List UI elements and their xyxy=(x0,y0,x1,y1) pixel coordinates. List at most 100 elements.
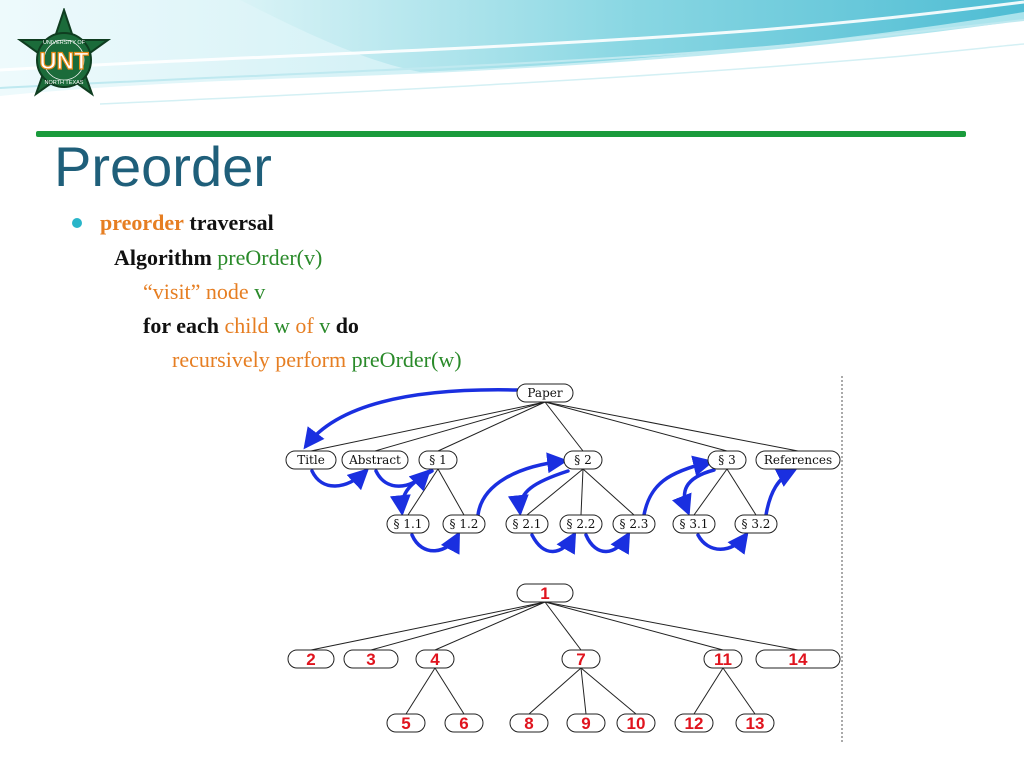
num-node-box xyxy=(755,649,841,669)
visit-var: v xyxy=(254,279,266,304)
visit-line: “visit” node v xyxy=(143,278,265,306)
traversal-arrow xyxy=(642,455,715,517)
tree-edge xyxy=(407,468,439,516)
num-node-box xyxy=(386,713,426,733)
num-node-box xyxy=(287,649,335,669)
num-node-label: 10 xyxy=(627,714,646,733)
w-var: w xyxy=(273,313,290,338)
do-keyword: do xyxy=(335,313,359,338)
num-node-label: 12 xyxy=(685,714,704,733)
doc-node-label: § 3 xyxy=(718,453,735,467)
title-rule xyxy=(36,131,966,137)
doc-node-box xyxy=(418,450,458,470)
of-word: of xyxy=(295,313,314,338)
num-node-box xyxy=(561,649,601,669)
tree-edge xyxy=(580,667,587,715)
num-node-label: 13 xyxy=(746,714,765,733)
doc-node-box xyxy=(341,450,409,470)
tree-edge xyxy=(544,601,582,651)
recursive-text: recursively perform xyxy=(172,347,347,372)
unt-logo: UNT UNIVERSITY OF NORTH TEXAS xyxy=(16,8,112,97)
num-node-box xyxy=(509,713,549,733)
logo-ring-top: UNIVERSITY OF xyxy=(43,40,86,46)
bullet-dot xyxy=(72,218,82,228)
doc-node-box xyxy=(563,450,603,470)
for-each-keyword: for each xyxy=(143,313,219,338)
tree-edge xyxy=(582,468,635,516)
tree-edge xyxy=(726,468,757,516)
doc-node-box xyxy=(707,450,747,470)
num-node-label: 3 xyxy=(366,650,375,669)
num-node-box xyxy=(674,713,714,733)
doc-node-label: Title xyxy=(297,453,325,467)
tree-edge xyxy=(544,601,724,651)
doc-node-label: § 2 xyxy=(574,453,591,467)
num-node-root-label: 1 xyxy=(540,584,549,603)
num-node-label: 11 xyxy=(714,650,732,669)
doc-node-label: § 1.2 xyxy=(450,517,479,531)
tree-edge xyxy=(580,667,637,715)
num-node-box xyxy=(703,649,743,669)
traversal-arrow xyxy=(672,468,716,516)
doc-node-label: References xyxy=(764,453,832,467)
num-node-label: 14 xyxy=(789,650,808,669)
doc-node-label: § 1.1 xyxy=(394,517,423,531)
num-node-box xyxy=(735,713,775,733)
tree-edge xyxy=(310,401,546,452)
slide-title: Preorder xyxy=(54,135,272,198)
logo-ring-bottom: NORTH TEXAS xyxy=(45,80,84,86)
traversal-arrow xyxy=(310,468,370,491)
logo-text: UNT xyxy=(39,48,89,75)
doc-node-label: § 3.1 xyxy=(680,517,709,531)
algorithm-line: Algorithm preOrder(v) xyxy=(114,244,322,272)
tree-edge xyxy=(544,601,799,651)
tree-edge xyxy=(693,468,728,516)
doc-node-box xyxy=(734,514,778,534)
doc-node-label: § 2.1 xyxy=(513,517,542,531)
tree-edge xyxy=(437,401,546,452)
tree-edge xyxy=(434,667,465,715)
num-node-label: 6 xyxy=(459,714,468,733)
traversal-arrow xyxy=(530,531,577,555)
bullet-rest: traversal xyxy=(189,210,274,235)
doc-node-box xyxy=(559,514,603,534)
algorithm-keyword: Algorithm xyxy=(114,245,212,270)
tree-edge xyxy=(437,468,465,516)
num-node-box xyxy=(616,713,656,733)
visit-text: “visit” node xyxy=(143,279,249,304)
traversal-arrow xyxy=(410,531,460,555)
num-node-label: 9 xyxy=(581,714,590,733)
num-node-root-box xyxy=(516,583,574,603)
doc-node-box xyxy=(285,450,337,470)
recursive-line: recursively perform preOrder(w) xyxy=(172,346,462,374)
tree-edge xyxy=(580,468,584,516)
doc-node-root-label: Paper xyxy=(527,386,562,400)
tree-edge xyxy=(310,601,546,651)
traversal-arrow xyxy=(476,452,569,517)
doc-node-label: § 3.2 xyxy=(742,517,771,531)
child-word: child xyxy=(224,313,269,338)
num-node-box xyxy=(444,713,484,733)
tree-edge xyxy=(544,401,799,452)
doc-node-box xyxy=(672,514,716,534)
doc-node-box xyxy=(505,514,549,534)
tree-edge xyxy=(722,667,756,715)
traversal-arrow xyxy=(507,469,570,517)
num-node-label: 8 xyxy=(524,714,533,733)
v-var: v xyxy=(319,313,331,338)
tree-edge xyxy=(544,401,728,452)
tree-edge xyxy=(405,667,436,715)
doc-node-root-box xyxy=(516,383,574,403)
num-node-box xyxy=(415,649,455,669)
traversal-arrow xyxy=(696,531,749,555)
header-waves xyxy=(0,0,1024,105)
num-node-box xyxy=(566,713,606,733)
num-node-label: 7 xyxy=(576,650,585,669)
doc-node-box xyxy=(755,450,841,470)
doc-node-label: § 2.2 xyxy=(567,517,596,531)
doc-node-box xyxy=(442,514,486,534)
tree-edge xyxy=(528,667,582,715)
algorithm-signature: preOrder(v) xyxy=(217,245,323,270)
tree-edge xyxy=(370,601,546,651)
